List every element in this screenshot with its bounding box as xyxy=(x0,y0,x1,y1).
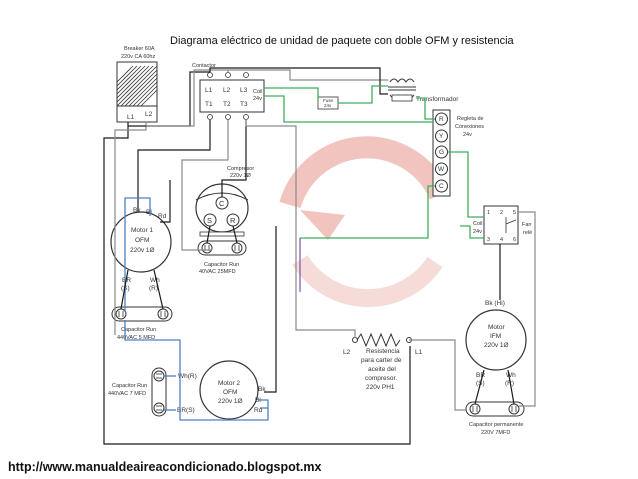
source-url[interactable]: http://www.manualdeaireacondicionado.blo… xyxy=(8,460,322,474)
terminal-strip-label2: Conexiones xyxy=(455,124,484,130)
ifm-title: Motor xyxy=(488,324,505,331)
fuse-label: Fuse xyxy=(323,98,334,103)
motor1-wire-bk: Bk xyxy=(133,207,141,214)
fan-relay: Coil 24v 1 2 5 3 4 6 Fan relé xyxy=(473,205,532,245)
crankcase-heater: L2 L1 Resistencia para carter de aceite … xyxy=(343,332,423,391)
relay-terminal-4: 4 xyxy=(500,237,503,243)
motor2-wire-bk: Bk xyxy=(258,386,266,393)
motor2-capacitor-label: Capacitor Run xyxy=(112,383,147,389)
contactor-l3: L3 xyxy=(240,87,248,94)
transformer: Transformador xyxy=(388,78,459,103)
contactor-label: Contactor xyxy=(192,63,216,69)
wiring xyxy=(103,67,536,445)
ifm-wire-bk: Bk (Hi) xyxy=(485,300,505,307)
terminal-c: C xyxy=(439,183,444,190)
relay-terminal-2: 2 xyxy=(500,210,503,216)
heater-l1: L1 xyxy=(415,349,423,356)
ifm-wire-wh: Wh xyxy=(506,372,516,379)
breaker-l1: L1 xyxy=(127,114,135,121)
motor2-wire-wh: Wh(R) xyxy=(178,373,197,380)
contactor-coil-voltage: 24v xyxy=(253,96,262,102)
motor1-wire-bl: Bl xyxy=(146,209,152,216)
contactor-coil: Coil xyxy=(253,89,262,95)
relay-terminal-1: 1 xyxy=(487,210,490,216)
terminal-strip: R Y G W C Regleta de Conexiones 24v xyxy=(432,109,484,197)
relay-coil-voltage: 24v xyxy=(473,229,482,235)
compressor-terminal-c: C xyxy=(219,199,225,208)
motor2-wire-rd: Rd xyxy=(254,407,263,414)
motor2-wire-br: BR(S) xyxy=(177,407,195,414)
terminal-strip-label: Regleta de xyxy=(457,116,484,122)
heater-label: Resistencia xyxy=(366,348,400,355)
compressor-capacitor-rating: 40VAC 25MFD xyxy=(199,269,236,275)
terminal-g: G xyxy=(439,149,444,156)
terminal-strip-voltage: 24v xyxy=(463,132,472,138)
ifm-type: IFM xyxy=(490,333,501,340)
contactor-l1: L1 xyxy=(205,87,213,94)
heater-label3: aceite del xyxy=(368,366,396,373)
ifm-capacitor: Capacitor permanente 220V 7MFD xyxy=(465,401,525,436)
motor2-type: OFM xyxy=(223,389,237,396)
contactor: Contactor L1 L2 L3 T1 T2 T3 Coil 24v xyxy=(192,63,265,120)
motor-2-ofm: Motor 2 OFM 220v 1Ø Wh(R) BR(S) Bk Bl Rd xyxy=(177,360,266,420)
transformer-label: Transformador xyxy=(416,96,459,103)
compressor-terminal-r: R xyxy=(230,216,236,225)
ifm-capacitor-label: Capacitor permanente xyxy=(469,422,523,428)
relay-label: Fan xyxy=(522,222,531,228)
compressor-voltage: 220v 1Ø xyxy=(230,173,252,179)
terminal-y: Y xyxy=(439,133,444,140)
terminal-w: W xyxy=(438,166,445,173)
relay-terminal-3: 3 xyxy=(487,237,490,243)
motor-1-ofm: Motor 1 OFM 220v 1Ø Bk Bl Rd BR (S) Wh (… xyxy=(110,207,172,292)
watermark-logo xyxy=(279,136,451,308)
compressor: Compresor 220v 1Ø C S R xyxy=(195,166,254,237)
contactor-l2: L2 xyxy=(223,87,231,94)
relay-terminal-5: 5 xyxy=(513,210,516,216)
motor1-voltage: 220v 1Ø xyxy=(130,247,155,254)
breaker-l2: L2 xyxy=(145,111,153,118)
contactor-t3: T3 xyxy=(240,101,248,108)
motor1-wire-rd: Rd xyxy=(158,213,167,220)
motor1-capacitor-rating: 440VAC 5 MFD xyxy=(117,335,155,341)
contactor-t1: T1 xyxy=(205,101,213,108)
ifm-motor: Bk (Hi) Motor IFM 220v 1Ø BR (S) Wh (R) xyxy=(465,300,527,387)
heater-voltage: 220v PH1 xyxy=(366,384,395,391)
compressor-capacitor-label: Capacitor Run xyxy=(204,262,239,268)
fuse-voltage: 24v xyxy=(324,103,332,108)
motor1-wire-wh-r: (R) xyxy=(149,285,158,292)
ifm-wire-br: BR xyxy=(476,372,485,379)
contactor-t2: T2 xyxy=(223,101,231,108)
heater-l2: L2 xyxy=(343,349,351,356)
motor1-capacitor: Capacitor Run 440VAC 5 MFD xyxy=(111,306,173,341)
motor2-voltage: 220v 1Ø xyxy=(218,398,243,405)
motor1-wire-wh: Wh xyxy=(150,277,160,284)
terminal-r: R xyxy=(439,116,444,123)
motor1-capacitor-label: Capacitor Run xyxy=(121,327,156,333)
breaker-supply: 220v CA 60hz xyxy=(121,54,155,60)
diagram-title: Diagrama eléctrico de unidad de paquete … xyxy=(170,35,515,47)
relay-label2: relé xyxy=(523,230,532,236)
compressor-label: Compresor xyxy=(227,166,254,172)
heater-label4: compresor. xyxy=(365,375,397,382)
heater-label2: para carter de xyxy=(361,357,402,364)
motor2-capacitor-rating: 440VAC 7 MFD xyxy=(108,391,146,397)
compressor-terminal-s: S xyxy=(207,216,212,225)
motor1-type: OFM xyxy=(135,237,149,244)
motor1-title: Motor 1 xyxy=(131,227,153,234)
motor2-capacitor: Capacitor Run 440VAC 7 MFD xyxy=(108,367,167,417)
ifm-capacitor-rating: 220V 7MFD xyxy=(481,430,510,436)
breaker: Breaker 60A 220v CA 60hz L1 L2 xyxy=(116,46,158,123)
compressor-capacitor: Capacitor Run 40VAC 25MFD xyxy=(197,240,247,275)
fuse: Fuse 24v xyxy=(317,96,339,110)
ifm-wire-wh-r: (R) xyxy=(505,380,514,387)
relay-coil: Coil xyxy=(473,221,482,227)
ifm-voltage: 220v 1Ø xyxy=(484,342,509,349)
relay-terminal-6: 6 xyxy=(513,237,516,243)
breaker-rating: Breaker 60A xyxy=(124,46,155,52)
motor2-title: Motor 2 xyxy=(218,380,240,387)
